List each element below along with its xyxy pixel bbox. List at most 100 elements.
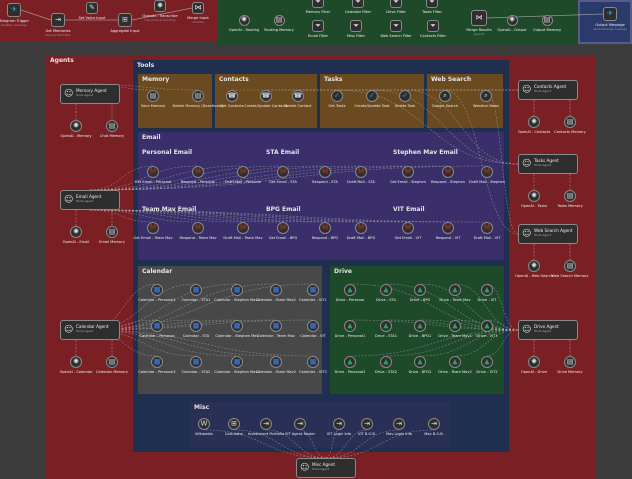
calendar-tool-0-1[interactable]: ▦ [190,284,202,296]
drive-tool-0-1[interactable]: ▲ [380,284,392,296]
websearch-tool-0[interactable]: ⌕ [439,90,451,102]
email-filter-node[interactable]: ⏷ [312,20,324,32]
calendar-tool-0-4[interactable]: ▦ [307,284,319,296]
bpg_email-tool-1[interactable]: M [319,222,331,234]
openai-output-node[interactable]: ✺ [506,14,518,26]
stephen_email-tool-1[interactable]: M [442,166,454,178]
calendar-tool-1-3[interactable]: ▦ [270,320,282,332]
drive-filter-node[interactable]: ⏷ [390,0,402,8]
drive-tool-1-2[interactable]: ▲ [414,320,426,332]
contacts-tool-0[interactable]: ☎ [226,90,238,102]
bpg_email-tool-0[interactable]: M [277,222,289,234]
tasks-tool-2[interactable]: ✓ [399,90,411,102]
routing-memory-node[interactable]: ▤ [273,14,285,26]
misc-filter-node[interactable]: ⏷ [350,20,362,32]
memory-model-node[interactable]: ✺ [70,120,82,132]
calendar-filter-node[interactable]: ⏷ [352,0,364,8]
memory-filter-node[interactable]: ⏷ [312,0,324,8]
websearch-tool-1[interactable]: ⌕ [480,90,492,102]
team_email-tool-1[interactable]: M [192,222,204,234]
vit_email-tool-2[interactable]: M [481,222,493,234]
calendar-tool-1-4[interactable]: ▦ [307,320,319,332]
contacts-filter-node[interactable]: ⏷ [427,20,439,32]
bpg_email-tool-2[interactable]: M [355,222,367,234]
merge-input-node[interactable]: ⋈ [192,2,204,14]
misc-tool-3[interactable]: ⇥ [294,418,306,430]
memory-memory-node[interactable]: ▤ [106,120,118,132]
drive-tool-1-1[interactable]: ▲ [380,320,392,332]
output-memory-node[interactable]: ▤ [541,14,553,26]
drive-tool-0-0[interactable]: ▲ [344,284,356,296]
misc-tool-0[interactable]: W [198,418,210,430]
misc-tool-7[interactable]: ⇥ [428,418,440,430]
calendar-model-node[interactable]: ✺ [70,356,82,368]
drive-model-node[interactable]: ✺ [528,356,540,368]
tasks-filter-node[interactable]: ⏷ [426,0,438,8]
stephen_email-tool-2[interactable]: M [481,166,493,178]
openai-routing-node[interactable]: ✺ [238,14,250,26]
drive-tool-1-3[interactable]: ▲ [449,320,461,332]
personal_email-tool-0[interactable]: M [147,166,159,178]
drive-tool-2-1[interactable]: ▲ [380,356,392,368]
drive-tool-0-4[interactable]: ▲ [481,284,493,296]
output-message-node[interactable]: ✈ [603,7,617,21]
contacts-memory-node[interactable]: ▤ [564,116,576,128]
misc-tool-6[interactable]: ⇥ [393,418,405,430]
misc-tool-5[interactable]: ⇥ [361,418,373,430]
email-memory-node[interactable]: ▤ [106,226,118,238]
calendar-tool-2-0[interactable]: ▦ [151,356,163,368]
memory-tool-1[interactable]: ▤ [192,90,204,102]
drive-tool-2-0[interactable]: ▲ [344,356,356,368]
websearch-memory-node[interactable]: ▤ [564,260,576,272]
tasks-model-node[interactable]: ✺ [528,190,540,202]
drive-memory-node[interactable]: ▤ [564,356,576,368]
misc-tool-2[interactable]: ⇥ [260,418,272,430]
calendar-memory-node[interactable]: ▤ [106,356,118,368]
drive-tool-0-2[interactable]: ▲ [414,284,426,296]
calendar-tool-1-2[interactable]: ▦ [231,320,243,332]
telegram-trigger-node[interactable]: ✈ [7,3,21,17]
calendar-tool-2-1[interactable]: ▦ [190,356,202,368]
openai-transcribe-node[interactable]: ✺ [154,0,166,12]
personal_email-tool-1[interactable]: M [192,166,204,178]
calendar-tool-2-3[interactable]: ▦ [270,356,282,368]
calendar-tool-0-0[interactable]: ▦ [151,284,163,296]
sta_email-tool-0[interactable]: M [277,166,289,178]
drive-tool-2-3[interactable]: ▲ [449,356,461,368]
web-search-filter-node[interactable]: ⏷ [390,20,402,32]
vit_email-tool-0[interactable]: M [402,222,414,234]
drive-tool-0-3[interactable]: ▲ [449,284,461,296]
aggregate-input-node[interactable]: ⊞ [118,13,132,27]
team_email-tool-2[interactable]: M [237,222,249,234]
set-voice-input-node[interactable]: ✎ [86,2,98,14]
memory-tool-0[interactable]: ▤ [147,90,159,102]
calendar-tool-2-4[interactable]: ▦ [307,356,319,368]
sta_email-tool-1[interactable]: M [319,166,331,178]
stephen_email-tool-0[interactable]: M [402,166,414,178]
misc-tool-4[interactable]: ⇥ [333,418,345,430]
misc-tool-1[interactable]: ⊞ [228,418,240,430]
vit_email-tool-1[interactable]: M [442,222,454,234]
calendar-tool-2-2[interactable]: ▦ [231,356,243,368]
calendar-tool-0-2[interactable]: ▦ [231,284,243,296]
calendar-tool-1-0[interactable]: ▦ [151,320,163,332]
drive-tool-1-4[interactable]: ▲ [481,320,493,332]
get-memories-node[interactable]: ⇥ [51,13,65,27]
merge-results-node[interactable]: ⋈ [471,10,487,26]
websearch-model-node[interactable]: ✺ [528,260,540,272]
drive-tool-1-0[interactable]: ▲ [344,320,356,332]
team_email-tool-0[interactable]: M [147,222,159,234]
contacts-tool-2[interactable]: ☎ [292,90,304,102]
personal_email-tool-2[interactable]: M [237,166,249,178]
drive-tool-2-2[interactable]: ▲ [414,356,426,368]
tasks-memory-node[interactable]: ▤ [564,190,576,202]
